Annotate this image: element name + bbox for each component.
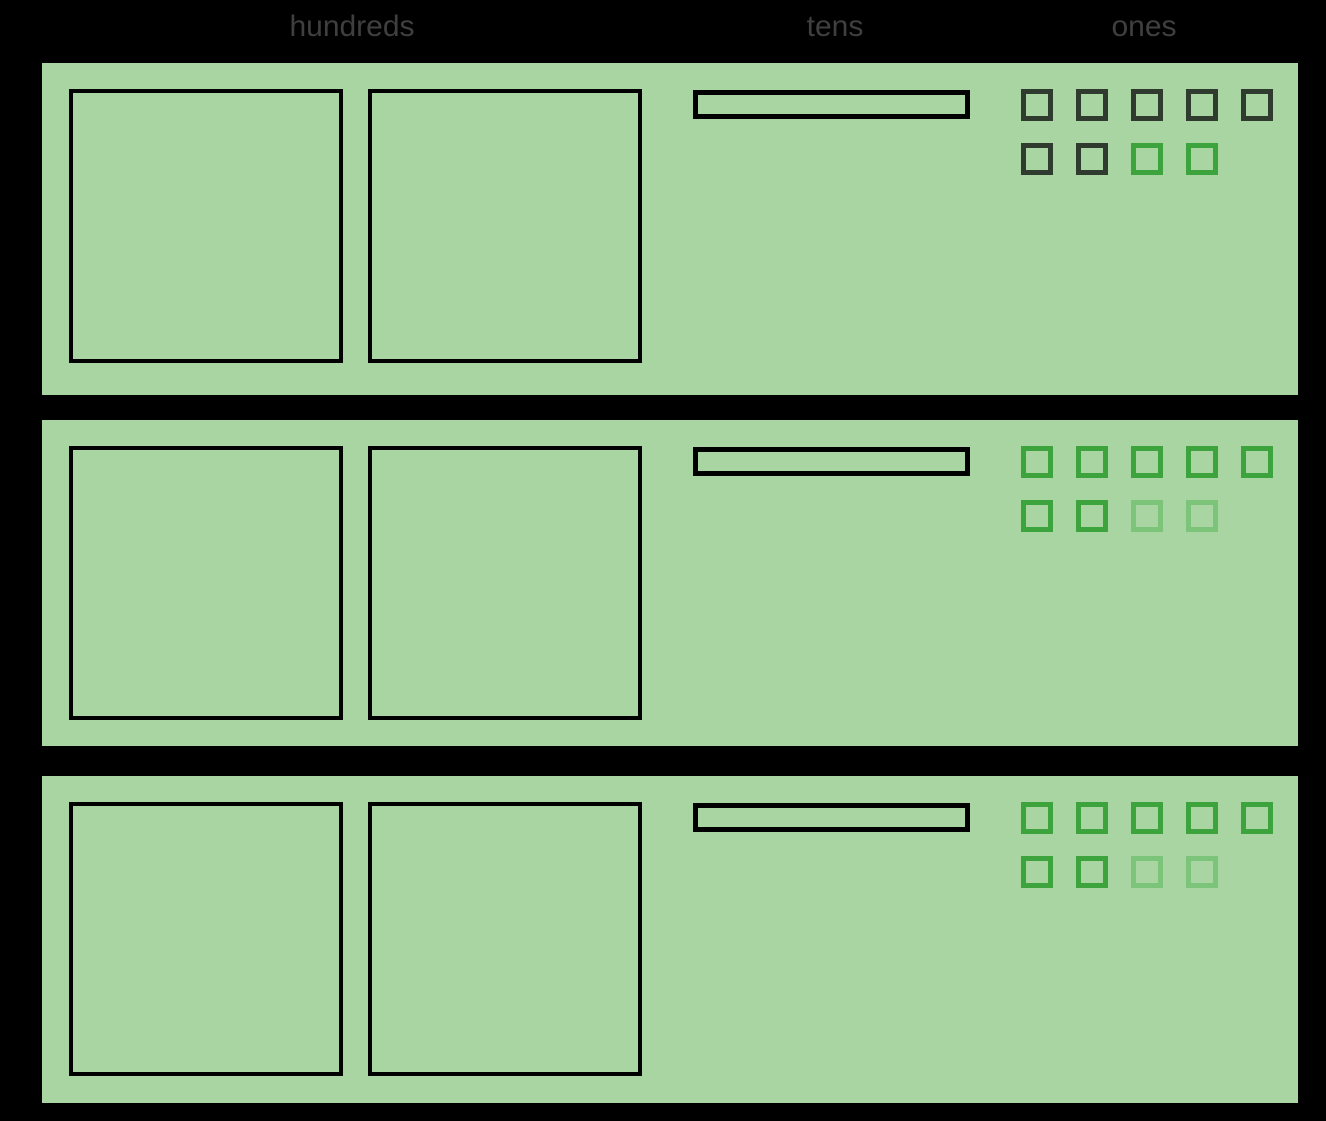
- hundreds-flat-square: [368, 802, 642, 1076]
- hundreds-flat-square: [368, 89, 642, 363]
- hundreds-flat-square: [368, 446, 642, 720]
- tens-bar: [693, 803, 970, 832]
- ones-unit-square-faded: [1186, 856, 1218, 888]
- ones-unit-square-green: [1021, 802, 1053, 834]
- column-header-hundreds: hundreds: [289, 10, 415, 43]
- ones-units-group: [1021, 89, 1273, 175]
- ones-unit-square-green: [1241, 446, 1273, 478]
- ones-unit-square-green: [1021, 446, 1053, 478]
- ones-units-group: [1021, 802, 1273, 888]
- column-header-tens: tens: [806, 10, 864, 43]
- place-value-row-3: [42, 776, 1298, 1103]
- ones-top-row: [1021, 89, 1273, 121]
- ones-unit-square-green: [1131, 143, 1163, 175]
- hundreds-flat-square: [69, 446, 343, 720]
- ones-bottom-row: [1021, 500, 1273, 532]
- ones-top-row: [1021, 802, 1273, 834]
- ones-unit-square-green: [1076, 446, 1108, 478]
- ones-bottom-row: [1021, 143, 1273, 175]
- ones-unit-square-dark: [1076, 143, 1108, 175]
- place-value-row-2: [42, 420, 1298, 746]
- ones-unit-square-faded: [1131, 856, 1163, 888]
- tens-bar: [693, 90, 970, 119]
- ones-unit-square-faded: [1131, 500, 1163, 532]
- ones-unit-square-green: [1021, 856, 1053, 888]
- ones-unit-square-green: [1021, 500, 1053, 532]
- ones-bottom-row: [1021, 856, 1273, 888]
- ones-unit-square-green: [1241, 802, 1273, 834]
- ones-unit-square-green: [1131, 802, 1163, 834]
- ones-units-group: [1021, 446, 1273, 532]
- ones-unit-square-green: [1076, 500, 1108, 532]
- ones-top-row: [1021, 446, 1273, 478]
- ones-unit-square-green: [1186, 802, 1218, 834]
- tens-bar: [693, 447, 970, 476]
- ones-unit-square-green: [1076, 802, 1108, 834]
- hundreds-flat-square: [69, 89, 343, 363]
- ones-unit-square-dark: [1186, 89, 1218, 121]
- ones-unit-square-dark: [1241, 89, 1273, 121]
- hundreds-flat-square: [69, 802, 343, 1076]
- ones-unit-square-dark: [1076, 89, 1108, 121]
- ones-unit-square-green: [1131, 446, 1163, 478]
- ones-unit-square-green: [1186, 446, 1218, 478]
- place-value-row-1: [42, 63, 1298, 395]
- column-header-ones: ones: [1111, 10, 1177, 43]
- ones-unit-square-dark: [1021, 143, 1053, 175]
- ones-unit-square-green: [1076, 856, 1108, 888]
- ones-unit-square-faded: [1186, 500, 1218, 532]
- ones-unit-square-dark: [1021, 89, 1053, 121]
- ones-unit-square-dark: [1131, 89, 1163, 121]
- ones-unit-square-green: [1186, 143, 1218, 175]
